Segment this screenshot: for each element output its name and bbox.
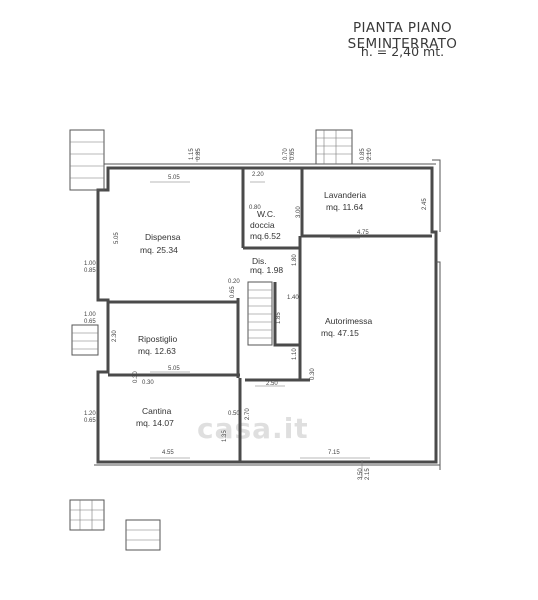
dim-label: 2.70 [245,408,251,420]
dim-label: 1.15 [189,148,195,160]
room-area-dis: mq. 1.98 [250,265,283,275]
dim-label: 0.65 [290,148,296,160]
dim-label: 1.00 [84,261,96,267]
room-name-cantina: Cantina [142,406,172,416]
dim-label: 1.80 [292,254,298,266]
dim-label: 2.10 [367,148,373,160]
dim-label: 2.30 [112,330,118,342]
room-name-dispensa: Dispensa [145,232,181,242]
dim-label: 1.10 [292,348,298,360]
room-area-wc: mq.6.52 [250,231,281,241]
dim-label: 2.15 [365,468,371,480]
dim-label: 1.35 [222,430,228,442]
dim-label: 7.15 [328,450,340,456]
room-name-dis: Dis. [252,256,267,266]
dim-label: 1.85 [276,312,282,324]
room-name-autorimessa: Autorimessa [325,316,373,326]
dim-label: 0.85 [360,148,366,160]
dim-label: 2.50 [266,381,278,387]
dim-label: 4.75 [357,230,369,236]
dim-label: 3.00 [296,206,302,218]
watermark-logo: casa.it [197,412,309,445]
stairs [69,129,441,551]
dim-label: 0.30 [133,371,139,383]
dim-label: 4.55 [162,450,174,456]
dim-label: 0.65 [84,319,96,325]
dim-label: 5.05 [114,232,120,244]
dim-label: 1.20 [84,411,96,417]
dim-label: 0.30 [310,368,316,380]
dim-label: 5.05 [168,366,180,372]
dim-label: 1.40 [287,295,299,301]
dim-label: 0.65 [84,418,96,424]
interior-walls [108,168,432,462]
dim-label: 2.20 [252,172,264,178]
room-area-ripostiglio: mq. 12.63 [138,346,176,356]
dim-label: 2.45 [422,198,428,210]
dim-label: 0.30 [142,380,154,386]
dim-label: 3.50 [358,468,364,480]
room-area-autorimessa: mq. 47.15 [321,328,359,338]
dim-label: 5.05 [168,175,180,181]
room-area-dispensa: mq. 25.34 [140,245,178,255]
dim-label: 0.85 [196,148,202,160]
dim-label: 1.00 [84,312,96,318]
dimension-lines [150,150,370,478]
room-name-lavanderia: Lavanderia [324,190,366,200]
dim-label: 0.70 [283,148,289,160]
room-name-wc: W.C. [257,209,275,219]
room-area-cantina: mq. 14.07 [136,418,174,428]
room-area-lavanderia: mq. 11.64 [326,202,363,212]
room-name-wc-doccia: doccia [250,220,275,230]
dim-label: 0.85 [84,268,96,274]
room-name-ripostiglio: Ripostiglio [138,334,177,344]
dim-label: 0.80 [249,205,261,211]
plan-title: PIANTA PIANO SEMINTERRATO [347,20,458,52]
dim-label: 0.20 [228,279,240,285]
dim-label: 0.50 [228,411,240,417]
dim-label: 0.65 [230,286,236,298]
plan-height: h. = 2,40 mt. [360,44,445,59]
